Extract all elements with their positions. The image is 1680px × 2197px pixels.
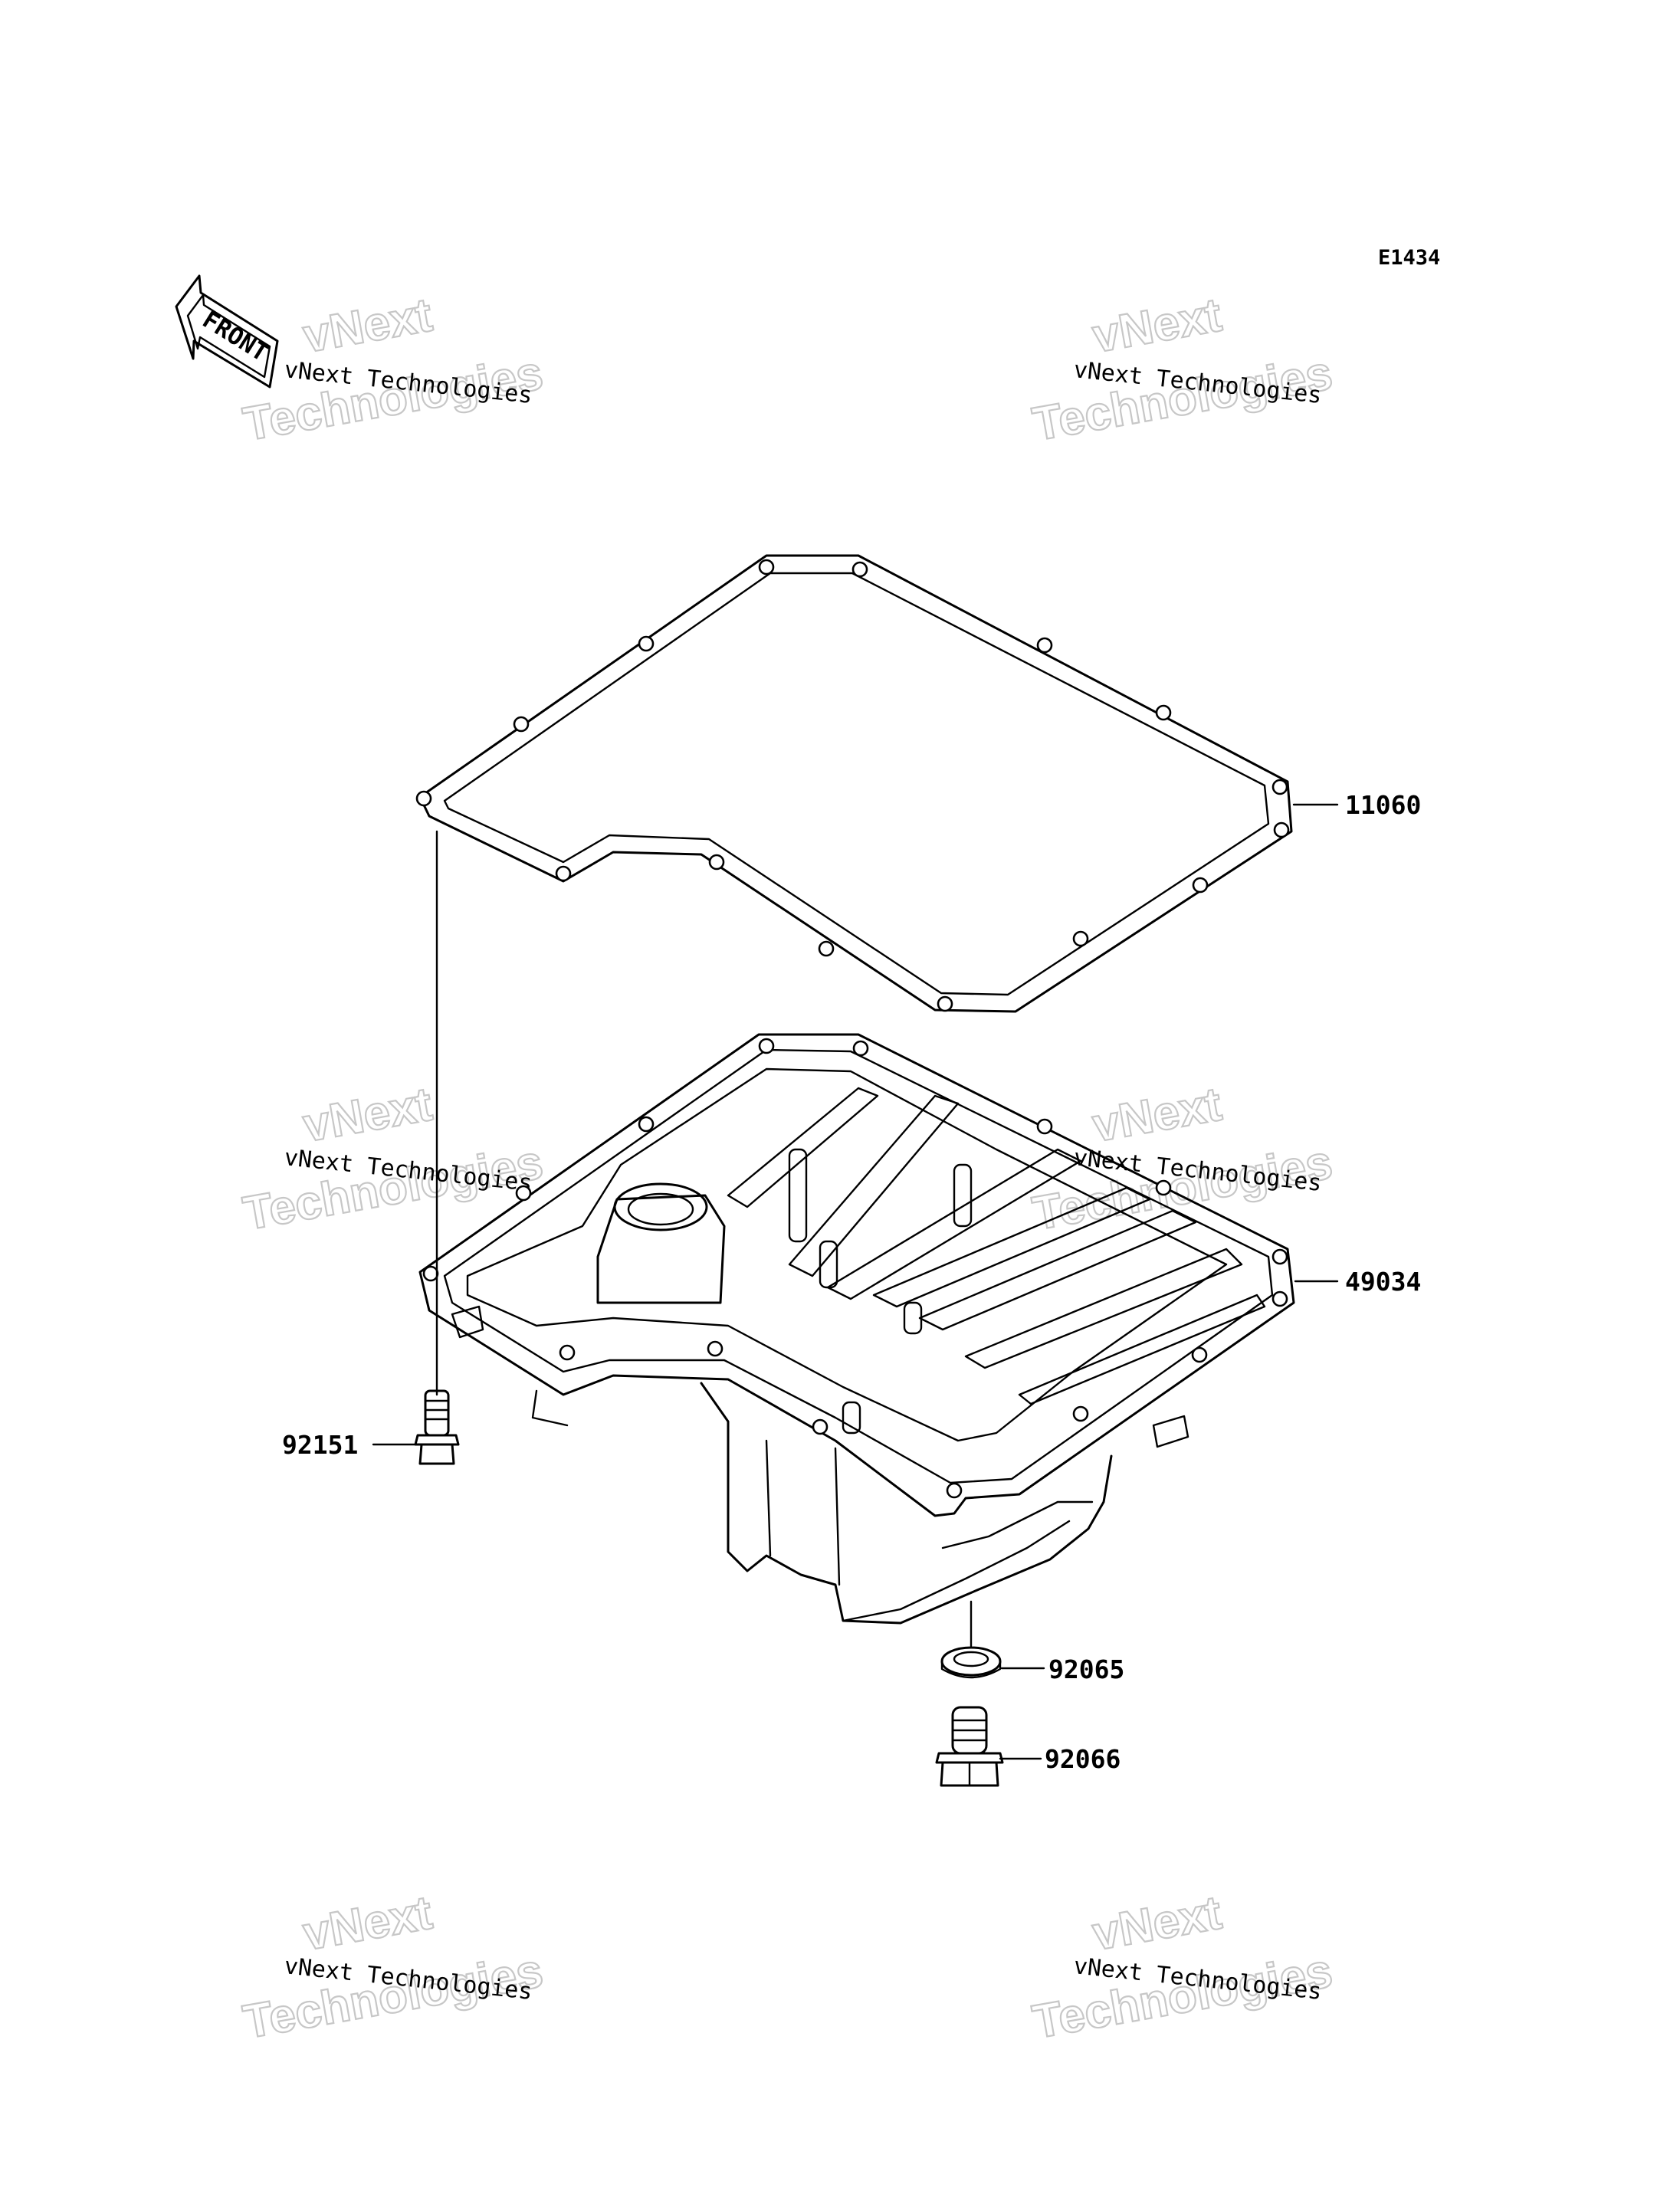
svg-text:vNext: vNext — [1088, 289, 1225, 363]
washer-92065-drawing[interactable] — [940, 1646, 1002, 1679]
svg-text:vNext: vNext — [299, 1078, 435, 1153]
part-number-92151[interactable]: 92151 — [282, 1430, 358, 1460]
bolt-92151-drawing[interactable] — [414, 1389, 460, 1465]
svg-text:vNext: vNext — [1088, 1887, 1225, 1961]
watermark-mid-left: vNext Technologies vNext Technologies — [238, 1077, 547, 1241]
part-number-49034[interactable]: 49034 — [1345, 1267, 1421, 1297]
watermark-bottom-left: vNext Technologies vNext Technologies — [238, 1885, 547, 2049]
oil-pan-49034-drawing[interactable] — [418, 1033, 1295, 1625]
gasket-bolt-holes — [415, 559, 1290, 1012]
oil-pan-bolt-holes — [422, 1038, 1288, 1499]
watermark-bottom-right: vNext Technologies vNext Technologies — [1028, 1885, 1337, 2049]
front-arrow-icon: FRONT — [175, 274, 279, 389]
watermark-top-left: vNext Technologies vNext Technologies — [238, 287, 547, 451]
diagram-code: E1434 — [1378, 246, 1440, 270]
drain-plug-92066-drawing[interactable] — [935, 1706, 1004, 1787]
watermark-top-right: vNext Technologies vNext Technologies — [1028, 287, 1337, 451]
gasket-11060-drawing[interactable] — [415, 554, 1293, 1013]
part-number-92066[interactable]: 92066 — [1045, 1744, 1121, 1774]
svg-text:vNext: vNext — [299, 289, 435, 363]
svg-text:vNext: vNext — [1088, 1078, 1225, 1153]
part-number-92065[interactable]: 92065 — [1048, 1654, 1124, 1684]
part-number-11060[interactable]: 11060 — [1345, 790, 1421, 820]
svg-text:vNext: vNext — [299, 1887, 435, 1961]
